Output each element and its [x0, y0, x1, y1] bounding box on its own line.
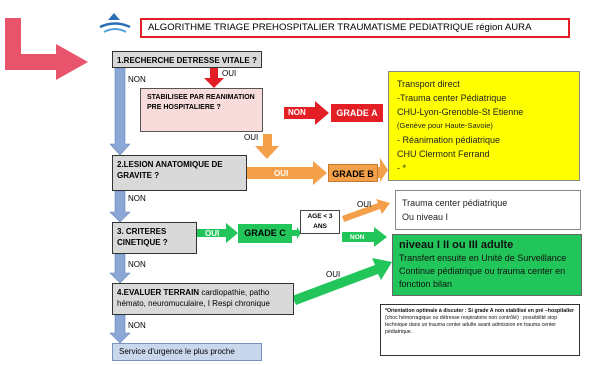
orientation-note: *Orientation optimale à discuter : Si gr… — [380, 304, 580, 356]
yellow-line-3: CHU-Lyon-Grenoble-St Etienne — [397, 107, 524, 117]
green-diagonal-arrow — [292, 258, 392, 305]
green-line-1: niveau I II ou III adulte — [399, 239, 514, 251]
stabilisee-non-label: NON — [288, 108, 306, 117]
step-4-non-label: NON — [128, 321, 146, 330]
grade-c-box: GRADE C — [238, 224, 292, 243]
step-3-oui-label: OUI — [205, 229, 220, 238]
page-title: ALGORITHME TRIAGE PREHOSPITALIER TRAUMAT… — [140, 18, 570, 38]
white-line-2: Ou niveau I — [402, 212, 449, 222]
blue-arrows — [109, 67, 131, 344]
green-line-2: Transfert ensuite en Unité de Surveillan… — [399, 253, 567, 289]
niveau-box: niveau I II ou III adulte Transfert ensu… — [392, 234, 582, 296]
stabilisee-oui-label: OUI — [244, 133, 259, 142]
note-rest: (choc hémorragique ou détresse respirato… — [385, 315, 558, 335]
orange-b-yellow-arrow — [378, 158, 388, 182]
note-bold: *Orientation optimale à discuter : Si gr… — [385, 308, 575, 314]
step-4-title: 4.EVALUER TERRAIN — [117, 288, 200, 297]
step-2-oui-label: OUI — [274, 169, 289, 178]
grade-b-box: GRADE B — [328, 164, 378, 182]
yellow-line-7: - * — [397, 163, 406, 173]
orange-down-arrow — [255, 134, 279, 159]
grade-a-box: GRADE A — [331, 104, 383, 122]
orange-age-white-arrow — [342, 199, 390, 222]
age-oui-label: OUI — [357, 200, 372, 209]
step-1-non-label: NON — [128, 75, 146, 84]
step-2-box: 2.LESION ANATOMIQUE DE GRAVITE ? — [112, 155, 247, 191]
red-down-arrow — [204, 67, 224, 88]
white-line-1: Trauma center pédiatrique — [402, 198, 508, 208]
step-3-non-label: NON — [128, 260, 146, 269]
service-urgence-box: Service d'urgence le plus proche — [112, 343, 262, 361]
step-4-box: 4.EVALUER TERRAIN cardiopathie, patho hé… — [112, 283, 294, 315]
orange-right-arrow — [247, 161, 327, 185]
step-1-oui-label: OUI — [222, 69, 237, 78]
aura-logo-icon — [99, 13, 131, 33]
trauma-center-box: Trauma center pédiatrique Ou niveau I — [395, 190, 581, 230]
yellow-line-4: (Genève pour Haute-Savoie) — [397, 121, 493, 130]
yellow-line-2: -Trauma center Pédiatrique — [397, 93, 507, 103]
age-non-label: NON — [350, 234, 365, 241]
green-oui-arrow — [197, 223, 238, 243]
step-4-detail: cardiopathie, patho hémato, neuromuculai… — [117, 288, 270, 308]
yellow-line-1: Transport direct — [397, 79, 460, 89]
pink-l-arrow — [5, 18, 88, 80]
step-1-box: 1.RECHERCHE DETRESSE VITALE ? — [112, 51, 262, 68]
transport-direct-box: Transport direct -Trauma center Pédiatri… — [388, 71, 580, 181]
yellow-line-5: - Réanimation pédiatrique — [397, 135, 501, 145]
step-2-non-label: NON — [128, 194, 146, 203]
green-c-age-arrow — [292, 227, 301, 239]
red-non-arrow — [284, 101, 329, 125]
yellow-line-6: CHU Clermont Ferrand — [397, 149, 490, 159]
step-3-box: 3. CRITERES CINETIQUE ? — [112, 222, 197, 254]
stabilisee-box: STABILISEE PAR REANIMATION PRE HOSPITALI… — [140, 88, 263, 132]
step-4-oui-label: OUI — [326, 270, 341, 279]
age-box: AGE < 3 ANS — [300, 210, 340, 234]
green-age-green-arrow — [342, 227, 387, 247]
